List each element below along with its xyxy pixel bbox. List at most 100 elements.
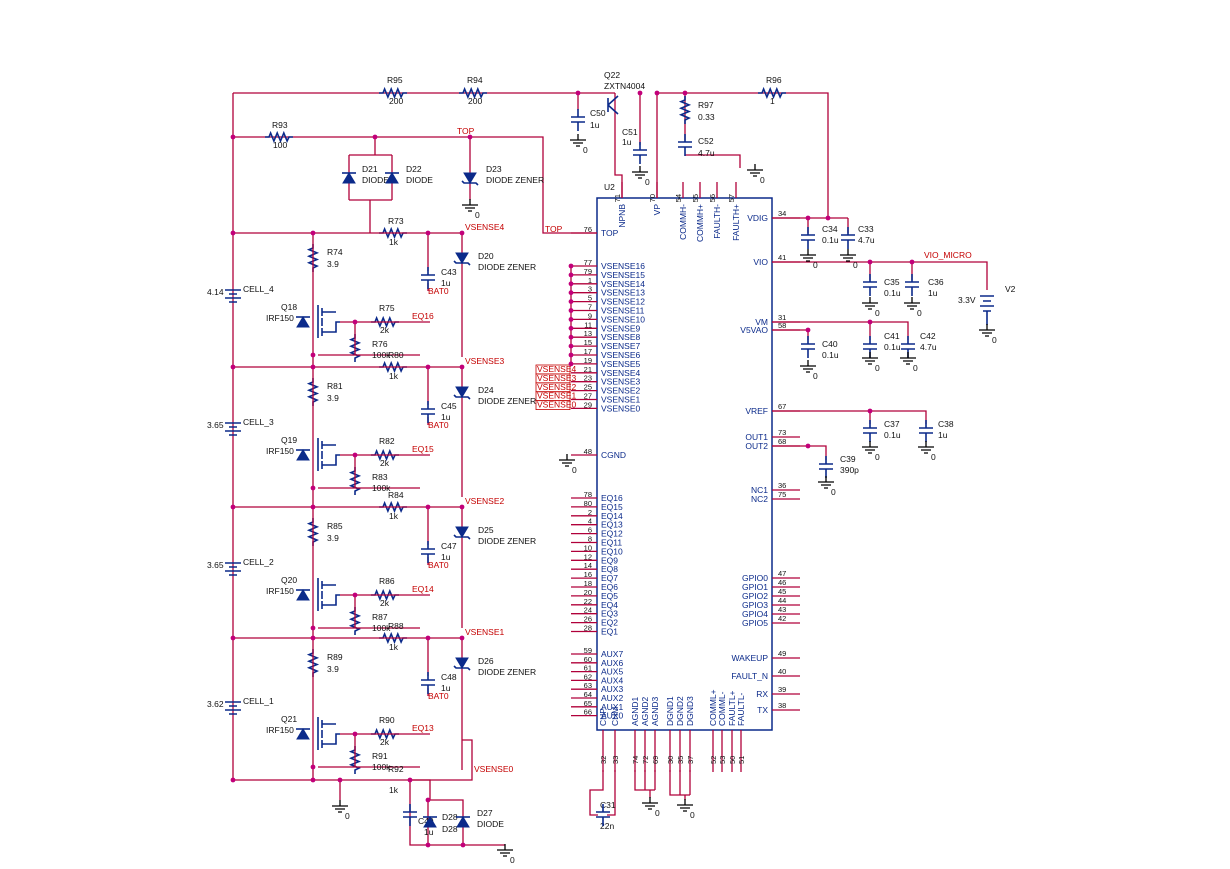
r95-ref: R95	[387, 75, 403, 85]
ic-bottom-pin-num-33: 33	[611, 756, 620, 764]
d27-gnd-label: 0	[510, 855, 515, 865]
c41-capacitor	[863, 336, 877, 358]
c40-gnd-label: 0	[813, 371, 818, 381]
v5vao-wire	[772, 329, 809, 340]
ic-bottom-pin-name-69: AGND3	[650, 696, 660, 726]
d21-diode	[342, 172, 356, 184]
ic-left-pin-num-4: 4	[588, 517, 592, 526]
ic-left-pin-name-65: AUX1	[601, 702, 623, 712]
ic-right-pin-num-34: 34	[778, 209, 786, 218]
stage-mosfet-1	[317, 438, 340, 471]
ic-left-pin-num-80: 80	[584, 499, 592, 508]
net-eq14-label: EQ14	[412, 584, 434, 594]
vsense-in-label-vsense4: VSENSE4	[537, 364, 576, 374]
ic-left-pin-num-78: 78	[584, 490, 592, 499]
c39-gnd	[818, 476, 834, 489]
ic-right-pin-name-41: VIO	[753, 257, 768, 267]
c49-value: 1u	[424, 827, 434, 837]
junction-dot	[352, 319, 358, 325]
net-bat0-label-3: BAT0	[428, 691, 449, 701]
ic-right-pin-name-47: GPIO0	[742, 573, 768, 583]
vsense0-wire	[233, 739, 473, 781]
d28-label: D28	[442, 812, 458, 822]
junction-dot	[425, 230, 431, 236]
ic-right-pin-name-31: VM	[755, 317, 768, 327]
c35-gnd	[862, 297, 878, 310]
cell-voltage-3: 3.62	[207, 699, 224, 709]
net-vsense4-label: VSENSE4	[465, 222, 504, 232]
cell-voltage-1: 3.65	[207, 420, 224, 430]
q22-ref: Q22	[604, 70, 620, 80]
net-eq16-label: EQ16	[412, 311, 434, 321]
junction-dot	[825, 215, 831, 221]
ic-left-pin-name-60: AUX6	[601, 658, 623, 668]
c37-ref: C37	[884, 419, 900, 429]
c42-capacitor	[901, 336, 915, 358]
junction-dot	[425, 842, 431, 848]
cell-voltage-2: 3.65	[207, 560, 224, 570]
c51-value: 1u	[622, 137, 632, 147]
ic-right-pin-num-47: 47	[778, 569, 786, 578]
stage-body-diode-2	[296, 589, 310, 601]
ic-left-pin-num-26: 26	[584, 615, 592, 624]
c52-value: 4.7u	[698, 148, 715, 158]
ic-top-pin-name-70: VP	[652, 204, 662, 216]
ic-left-pin-name-3: VSENSE13	[601, 288, 645, 298]
junction-dot	[568, 263, 574, 269]
ic-left-pin-name-8: EQ11	[601, 538, 622, 548]
junction-dot	[568, 361, 574, 367]
net-eq13-label: EQ13	[412, 723, 434, 733]
ic-left-pin-name-26: EQ2	[601, 618, 618, 628]
ic-bottom-pin-name-72: AGND2	[640, 696, 650, 726]
ic-left-pin-num-12: 12	[584, 552, 592, 561]
vsense-in-label-vsense2: VSENSE2	[537, 382, 576, 392]
junction-dot	[459, 230, 465, 236]
q22-transistor-symbol	[607, 95, 619, 115]
d23-ref: D23	[486, 164, 502, 174]
junction-dot	[459, 364, 465, 370]
ic-left-pin-name-62: AUX4	[601, 675, 623, 685]
ic-bottom-pin-num-50: 50	[728, 756, 737, 764]
junction-dot	[310, 485, 316, 491]
junction-dot	[352, 731, 358, 737]
ic-left-pin-name-28: EQ1	[601, 627, 618, 637]
d25-value: DIODE ZENER	[478, 536, 536, 546]
ic-left-pin-num-7: 7	[588, 303, 592, 312]
c38-ref: C38	[938, 419, 954, 429]
c34-value: 0.1u	[822, 235, 839, 245]
c36-ref: C36	[928, 277, 944, 287]
junction-dot	[352, 592, 358, 598]
ic-right-pin-name-73: OUT1	[745, 432, 768, 442]
cell-name-1: CELL_3	[243, 417, 274, 427]
ic-top-pin-num-54: 54	[674, 194, 683, 202]
ic-right-pin-name-58: V5VAO	[740, 325, 768, 335]
agnd-gnd-label: 0	[655, 808, 660, 818]
ic-right-pin-name-44: GPIO3	[742, 600, 768, 610]
ic-left-pin-num-3: 3	[588, 285, 592, 294]
c49-ref: C49	[418, 816, 434, 826]
ic-left-pin-name-1: VSENSE14	[601, 279, 645, 289]
c51-capacitor	[633, 142, 647, 164]
stage-body-diode-0	[296, 316, 310, 328]
r84-ref: R84	[388, 490, 404, 500]
c42-gnd-label: 0	[913, 363, 918, 373]
q18-value: IRF150	[266, 313, 294, 323]
capacitors	[403, 109, 994, 826]
junction-dot	[230, 777, 236, 783]
ic-right-pin-num-42: 42	[778, 614, 786, 623]
ic-left-pin-name-20: EQ5	[601, 591, 618, 601]
junction-dot	[337, 777, 343, 783]
r97-value: 0.33	[698, 112, 715, 122]
c48-value: 1u	[441, 683, 451, 693]
ic-left-pin-name-66: AUX0	[601, 711, 623, 721]
d27-ref: D27	[477, 808, 493, 818]
r89-ref: R89	[327, 652, 343, 662]
d20-value: DIODE ZENER	[478, 262, 536, 272]
stage-mosfet-0	[317, 305, 340, 338]
d25-ref: D25	[478, 525, 494, 535]
cell-name-3: CELL_1	[243, 696, 274, 706]
ic-top-pin-num-57: 57	[727, 194, 736, 202]
junction-dot	[425, 635, 431, 641]
junction-dot	[352, 452, 358, 458]
